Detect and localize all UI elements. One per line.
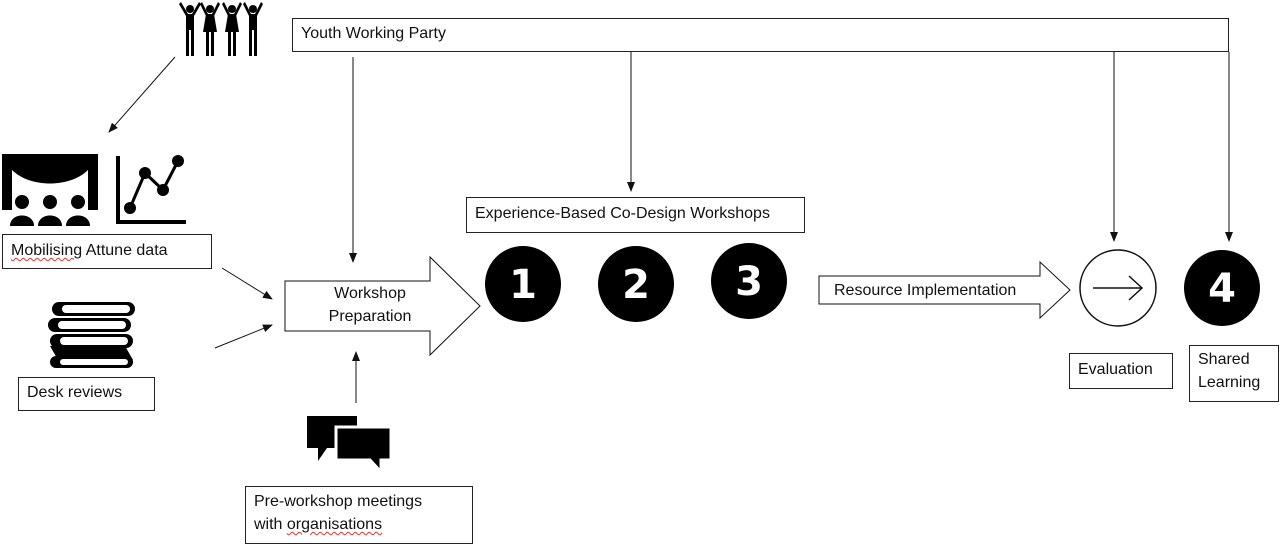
evaluation-box: Evaluation: [1069, 353, 1173, 389]
ebcd-workshops-label: Experience-Based Co-Design Workshops: [475, 205, 770, 222]
shared-learning-line1: Shared: [1198, 351, 1250, 368]
audience-presentation-icon: [2, 154, 98, 226]
desk-reviews-box: Desk reviews: [18, 377, 155, 411]
organisations-word: organisations: [286, 516, 383, 533]
workshop-3-circle: [711, 243, 787, 319]
resource-implementation-label: Resource Implementation: [834, 279, 1016, 302]
workshop-1-circle: [485, 246, 561, 322]
workshop-2-number: 2: [622, 262, 650, 308]
workshop-prep-line1: Workshop: [334, 285, 406, 302]
evaluation-label: Evaluation: [1078, 361, 1153, 378]
arrow-desk-to-prep: [214, 324, 273, 349]
chat-bubbles-icon: [307, 416, 393, 476]
workshop-1-number: 1: [509, 262, 537, 308]
arrow-right-circle-icon: [1079, 249, 1157, 327]
workshop-prep-line2: Preparation: [328, 308, 412, 325]
resource-implementation-text: Resource Implementation: [834, 282, 1017, 299]
pre-workshop-line1: Pre-workshop meetings: [254, 493, 423, 510]
shared-learning-line2: Learning: [1198, 374, 1261, 391]
youth-working-party-box: Youth Working Party: [292, 18, 1229, 52]
shared-learning-number: 4: [1208, 266, 1236, 312]
mobilising-rest: Attune data: [82, 242, 168, 259]
shared-learning-box: Shared Learning: [1189, 345, 1279, 402]
arrow-people-to-data: [108, 56, 176, 133]
youth-working-party-label: Youth Working Party: [301, 25, 446, 42]
resource-implementation-arrow: [818, 260, 1071, 320]
workshop-2-circle: [598, 246, 674, 322]
people-cheering-icon: [179, 2, 263, 56]
arrow-data-to-prep: [221, 267, 273, 300]
ebcd-workshops-box: Experience-Based Co-Design Workshops: [466, 197, 805, 233]
workshop-preparation-label: Workshop Preparation: [300, 282, 440, 328]
desk-reviews-label: Desk reviews: [27, 384, 123, 401]
pre-workshop-meetings-box: Pre-workshop meetings with organisations: [245, 486, 473, 544]
workshop-3-number: 3: [735, 259, 763, 305]
books-stack-icon: [48, 302, 135, 368]
mobilising-data-box: Mobilising Attune data: [2, 234, 212, 269]
mobilising-word: Mobilising: [11, 242, 83, 259]
shared-learning-circle: [1184, 250, 1260, 326]
line-chart-icon: [116, 155, 186, 224]
pre-workshop-line2-pre: with: [254, 516, 287, 533]
workshop-preparation-arrow: [284, 255, 481, 357]
